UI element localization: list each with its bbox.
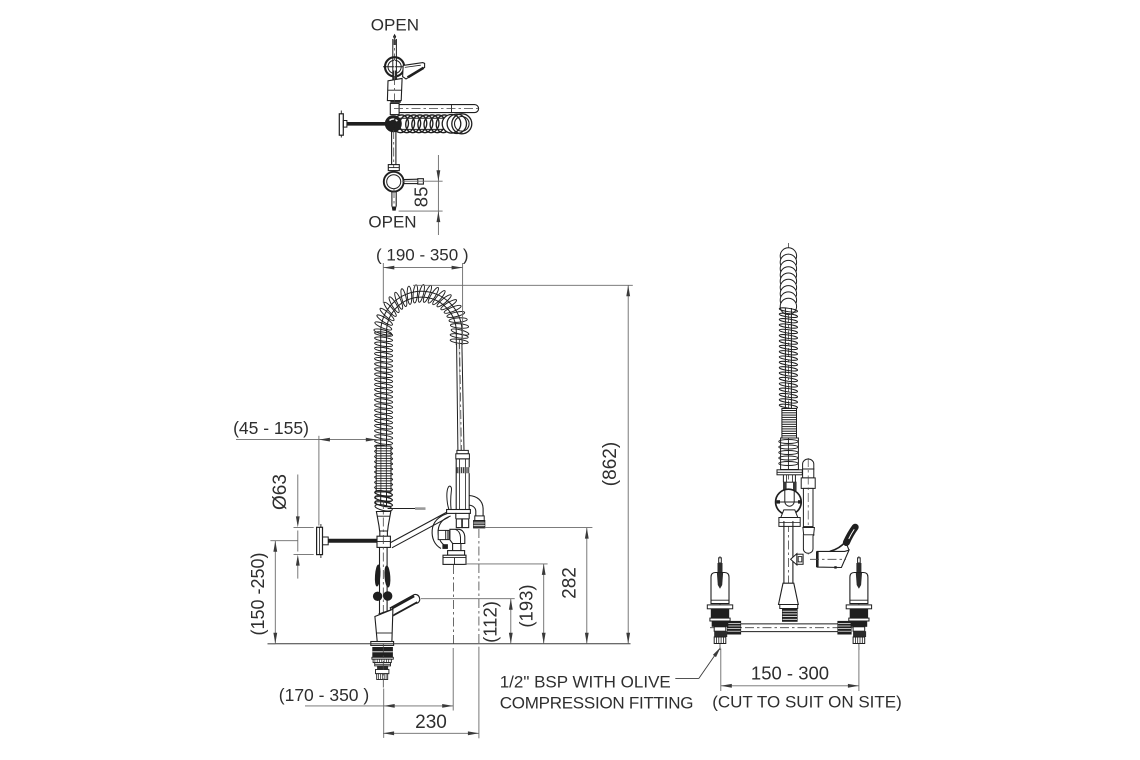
svg-text:1/2" BSP WITH OLIVE: 1/2" BSP WITH OLIVE [500,673,671,692]
svg-text:(CUT TO SUIT ON SITE): (CUT TO SUIT ON SITE) [712,693,902,712]
svg-text:(45 - 155): (45 - 155) [233,418,309,438]
svg-text:COMPRESSION FITTING: COMPRESSION FITTING [500,693,694,712]
svg-text:OPEN: OPEN [371,16,419,35]
svg-text:282: 282 [559,567,580,599]
svg-text:(862): (862) [600,442,621,486]
svg-text:OPEN: OPEN [368,213,416,232]
svg-text:150 - 300: 150 - 300 [751,663,829,684]
svg-text:85: 85 [410,187,431,208]
svg-text:230: 230 [415,712,447,733]
svg-text:(112): (112) [480,601,501,643]
svg-text:Ø63: Ø63 [270,474,291,510]
svg-text:(193): (193) [516,584,537,627]
svg-text:( 190 - 350 ): ( 190 - 350 ) [376,245,469,264]
svg-text:(150 -250): (150 -250) [248,552,268,635]
svg-text:(170 - 350 ): (170 - 350 ) [279,685,369,705]
